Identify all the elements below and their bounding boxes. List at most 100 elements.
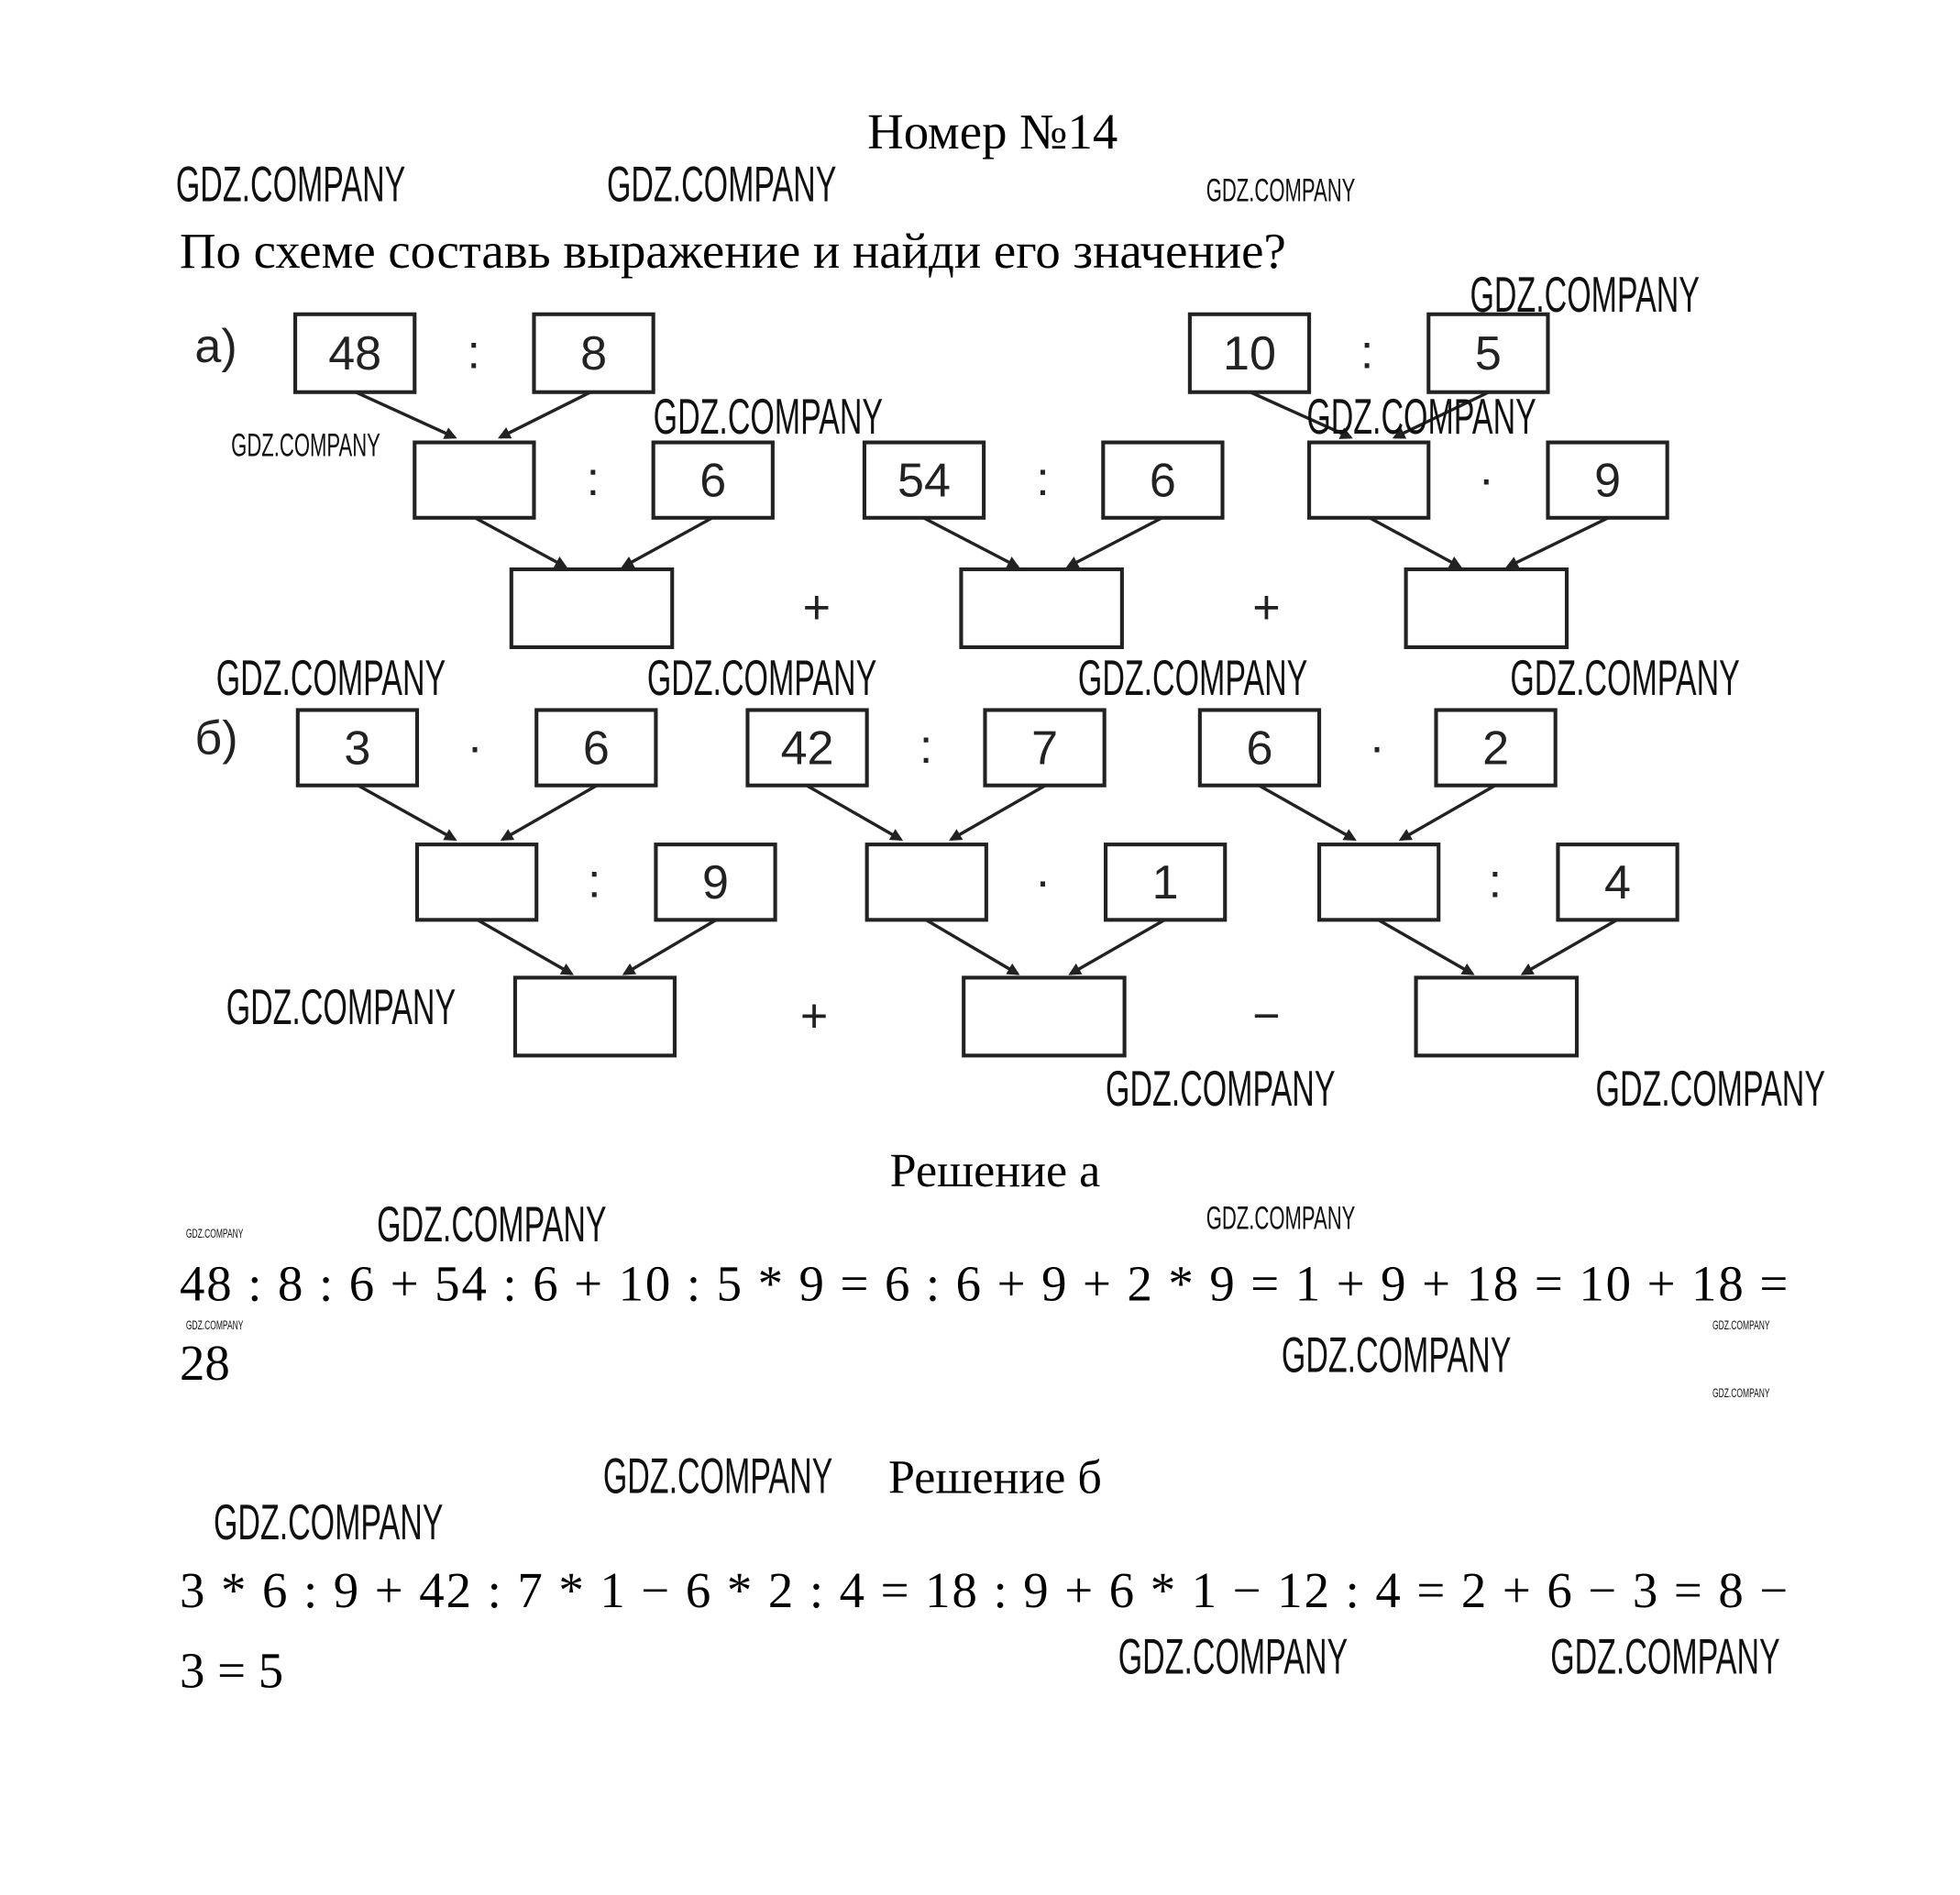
- scheme-box-value: 8: [580, 327, 607, 380]
- solution-a-line2: 28: [180, 1335, 230, 1391]
- scheme-box: [1101, 440, 1225, 520]
- watermark-text: GDZ.COMPANY: [603, 1448, 832, 1504]
- scheme-box: [1103, 843, 1228, 922]
- scheme-operator: ·: [1035, 855, 1051, 909]
- watermark-text: GDZ.COMPANY: [1078, 650, 1307, 706]
- arrow: [500, 784, 598, 842]
- solution-b-line1: 3 * 6 : 9 + 42 : 7 * 1 − 6 * 2 : 4 = 18 …: [180, 1562, 1788, 1618]
- scheme-box: [654, 843, 777, 922]
- watermark-text: GDZ.COMPANY: [186, 1228, 244, 1240]
- arrow: [1065, 516, 1163, 568]
- scheme-box: [1434, 708, 1558, 788]
- scheme-box: [509, 567, 675, 650]
- scheme-box-value: 42: [781, 722, 834, 775]
- scheme-box: [1316, 843, 1441, 922]
- watermark-text: GDZ.COMPANY: [1206, 1200, 1356, 1237]
- watermark-text: GDZ.COMPANY: [216, 650, 446, 706]
- solution-a-heading: Решение а: [890, 1145, 1101, 1197]
- scheme-box: [983, 708, 1107, 788]
- scheme-operator: −: [1252, 989, 1280, 1042]
- arrow: [1392, 391, 1490, 439]
- watermark-text: GDZ.COMPANY: [1106, 1061, 1335, 1117]
- watermark-text: GDZ.COMPANY: [176, 156, 405, 212]
- watermark-text: GDZ.COMPANY: [607, 156, 836, 212]
- scheme-box: [534, 708, 658, 788]
- scheme-box: [745, 708, 869, 788]
- scheme-box-value: 1: [1152, 856, 1179, 909]
- scheme-box-value: 7: [1031, 722, 1058, 775]
- scheme-operator: :: [1360, 326, 1373, 380]
- scheme-box: [1307, 440, 1431, 520]
- scheme-operator: :: [919, 721, 932, 774]
- scheme-box-value: 3: [344, 722, 370, 775]
- watermark-text: GDZ.COMPANY: [226, 979, 456, 1035]
- scheme-box: [1187, 312, 1312, 394]
- scheme-box: [512, 975, 677, 1058]
- scheme-box: [864, 843, 988, 922]
- arrow: [498, 391, 591, 439]
- scheme-box-value: 4: [1604, 856, 1631, 909]
- scheme-operator: :: [1489, 855, 1502, 909]
- scheme-operator: +: [1252, 581, 1280, 634]
- question-text: По схеме составь выражение и найди его з…: [180, 223, 1286, 279]
- scheme-box: [414, 843, 539, 922]
- scheme-box-value: 9: [702, 856, 729, 909]
- watermark-text: GDZ.COMPANY: [1306, 389, 1536, 445]
- scheme-box-value: 9: [1594, 454, 1621, 507]
- scheme-box: [651, 440, 775, 520]
- watermark-text: GDZ.COMPANY: [1118, 1628, 1348, 1684]
- watermarks: GDZ.COMPANY GDZ.COMPANY GDZ.COMPANY GDZ.COM…: [176, 156, 1825, 1685]
- scheme-box-value: 10: [1223, 327, 1276, 380]
- scheme-box: [962, 975, 1127, 1058]
- scheme-box: [1197, 708, 1322, 788]
- scheme-operator: +: [800, 989, 828, 1042]
- arrow: [1258, 784, 1357, 842]
- arrow: [476, 918, 574, 975]
- scheme-operator: :: [467, 326, 479, 380]
- watermark-text: GDZ.COMPANY: [1712, 1387, 1770, 1400]
- scheme-box: [413, 440, 536, 520]
- watermark-text: GDZ.COMPANY: [1206, 172, 1356, 209]
- watermark-text: GDZ.COMPANY: [654, 389, 883, 445]
- watermark-text: GDZ.COMPANY: [1550, 1628, 1779, 1684]
- watermark-text: GDZ.COMPANY: [1282, 1327, 1511, 1383]
- scheme-box: [862, 440, 986, 520]
- scheme-box-value: 6: [699, 454, 726, 507]
- scheme-box-value: 48: [328, 327, 381, 380]
- scheme-operator: ·: [467, 721, 482, 774]
- scheme-box: [1404, 567, 1569, 650]
- scheme-box-value: 54: [897, 454, 951, 507]
- watermark-text: GDZ.COMPANY: [647, 650, 876, 706]
- scheme-box: [959, 567, 1124, 650]
- arrow: [1068, 918, 1166, 975]
- scheme-box: [1414, 975, 1580, 1058]
- scheme-operator: :: [588, 855, 600, 909]
- solution-b-line2: 3 = 5: [180, 1643, 283, 1699]
- scheme-box: [295, 708, 420, 788]
- arrow: [1369, 516, 1462, 568]
- solution-a-line1: 48 : 8 : 6 + 54 : 6 + 10 : 5 * 9 = 6 : 6…: [180, 1256, 1788, 1312]
- arrow: [949, 784, 1047, 842]
- scheme-box: [1426, 312, 1550, 394]
- scheme-box-value: 2: [1482, 722, 1509, 775]
- scheme-box-value: 5: [1475, 327, 1502, 380]
- arrow: [1520, 918, 1618, 975]
- watermark-text: GDZ.COMPANY: [1712, 1319, 1770, 1332]
- arrow: [1505, 516, 1610, 568]
- scheme-operator: ·: [1479, 453, 1494, 506]
- arrow: [806, 784, 904, 842]
- arrow: [925, 918, 1020, 975]
- scheme-operator: ·: [1369, 721, 1384, 774]
- watermark-text: GDZ.COMPANY: [1596, 1061, 1825, 1117]
- scheme-box-value: 6: [1150, 454, 1176, 507]
- scheme-box: [532, 312, 655, 394]
- watermark-text: GDZ.COMPANY: [1510, 650, 1739, 706]
- scheme-box: [293, 312, 417, 394]
- scheme-box-value: 6: [1246, 722, 1272, 775]
- scheme-box-value: 6: [583, 722, 610, 775]
- arrow: [1377, 918, 1475, 975]
- watermark-text: GDZ.COMPANY: [186, 1319, 244, 1332]
- watermark-text: GDZ.COMPANY: [1470, 267, 1700, 323]
